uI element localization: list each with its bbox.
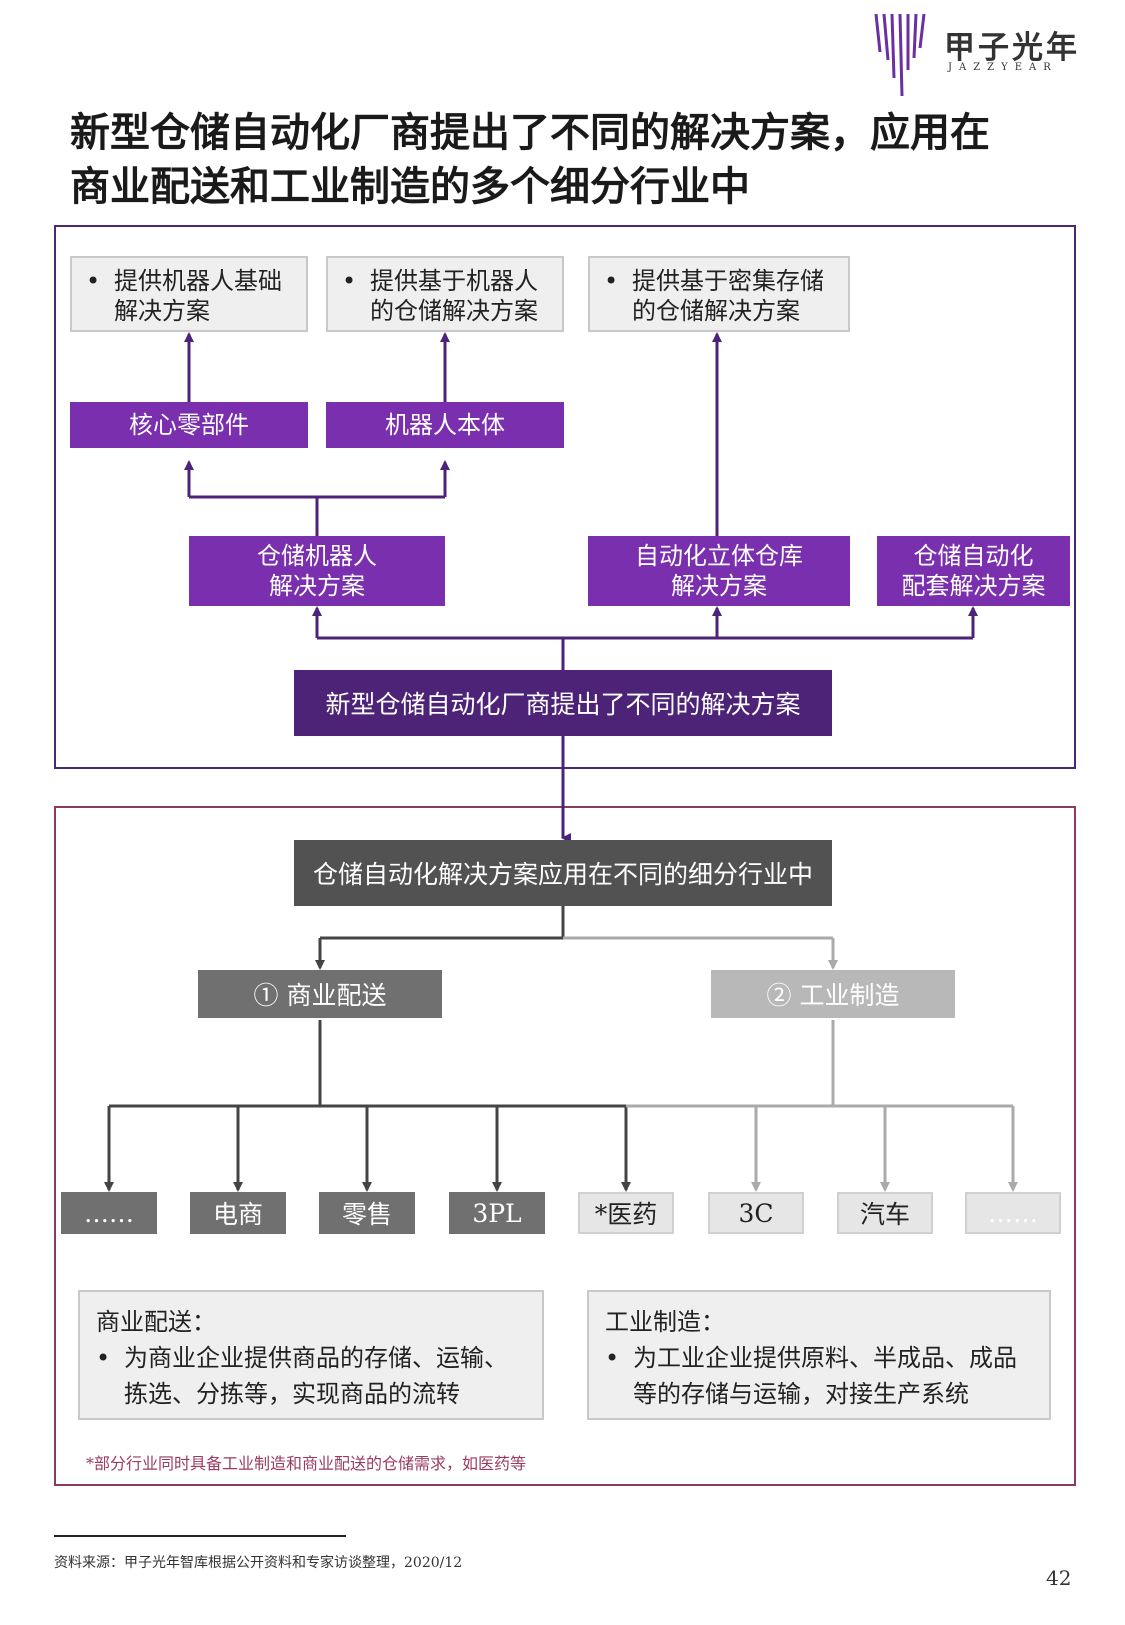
solution-automated-warehouse: 自动化立体仓库 解决方案 [588, 536, 850, 606]
industry-ecommerce: 电商 [190, 1192, 286, 1234]
solution-line: 仓储机器人 [257, 542, 377, 570]
solution-line: 自动化立体仓库 [635, 542, 803, 570]
bullet: • [86, 267, 101, 295]
offering-line: 提供基于密集存储 [632, 267, 824, 295]
commercial-description: 商业配送： • 为商业企业提供商品的存储、运输、 拣选、分拣等，实现商品的流转 [78, 1290, 544, 1420]
component-robot-body: 机器人本体 [326, 402, 564, 448]
bullet: • [96, 1344, 111, 1372]
solution-line: 解决方案 [269, 572, 365, 600]
offering-line: 的仓储解决方案 [370, 297, 538, 325]
solution-line: 配套解决方案 [901, 572, 1046, 600]
industry-3pl: 3PL [449, 1192, 545, 1234]
offering-line: 解决方案 [114, 297, 210, 325]
branch-industrial: ② 工业制造 [711, 970, 955, 1018]
industry-pharma: *医药 [578, 1192, 674, 1234]
source-note: 资料来源：甲子光年智库根据公开资料和专家访谈整理，2020/12 [54, 1555, 463, 1571]
footnote: *部分行业同时具备工业制造和商业配送的仓储需求，如医药等 [86, 1454, 527, 1473]
bullet: • [605, 1344, 620, 1372]
root-applications: 仓储自动化解决方案应用在不同的细分行业中 [294, 840, 832, 906]
industry-more-commercial: …… [61, 1192, 157, 1234]
component-core-parts: 核心零部件 [70, 402, 308, 448]
offering-line: 提供机器人基础 [114, 267, 282, 295]
industrial-heading: 工业制造： [605, 1308, 725, 1336]
page-number: 42 [1046, 1566, 1072, 1590]
offering-robot-basic: • 提供机器人基础 解决方案 [70, 256, 308, 332]
commercial-heading: 商业配送： [96, 1308, 216, 1336]
logo-text: 甲子光年 [944, 30, 1080, 66]
offering-dense-storage: • 提供基于密集存储 的仓储解决方案 [588, 256, 850, 332]
commercial-line: 为商业企业提供商品的存储、运输、 [124, 1344, 508, 1372]
logo-subtext: JAZZYEAR [948, 62, 1058, 73]
root-manufacturers: 新型仓储自动化厂商提出了不同的解决方案 [294, 670, 832, 736]
top-section-frame [54, 225, 1076, 769]
footer-divider [54, 1535, 346, 1537]
industry-3c: 3C [708, 1192, 804, 1234]
title-line-2: 商业配送和工业制造的多个细分行业中 [70, 163, 750, 210]
solution-line: 解决方案 [671, 572, 767, 600]
solution-warehouse-robot: 仓储机器人 解决方案 [189, 536, 445, 606]
offering-line: 的仓储解决方案 [632, 297, 800, 325]
industrial-line: 为工业企业提供原料、半成品、成品 [633, 1344, 1017, 1372]
bottom-section-frame [54, 806, 1076, 1486]
branch-commercial: ① 商业配送 [198, 970, 442, 1018]
solution-line: 仓储自动化 [913, 542, 1034, 570]
solution-supporting: 仓储自动化 配套解决方案 [877, 536, 1070, 606]
offering-line: 提供基于机器人 [370, 267, 538, 295]
commercial-line: 拣选、分拣等，实现商品的流转 [124, 1380, 460, 1408]
bullet: • [604, 267, 619, 295]
industrial-description: 工业制造： • 为工业企业提供原料、半成品、成品 等的存储与运输，对接生产系统 [587, 1290, 1051, 1420]
bullet: • [342, 267, 357, 295]
offering-robot-warehouse: • 提供基于机器人 的仓储解决方案 [326, 256, 564, 332]
industry-auto: 汽车 [837, 1192, 933, 1234]
industry-retail: 零售 [319, 1192, 415, 1234]
industrial-line: 等的存储与运输，对接生产系统 [633, 1380, 969, 1408]
industry-more-industrial: …… [965, 1192, 1061, 1234]
page-title: 新型仓储自动化厂商提出了不同的解决方案，应用在 商业配送和工业制造的多个细分行业… [70, 106, 1070, 214]
title-line-1: 新型仓储自动化厂商提出了不同的解决方案，应用在 [70, 109, 990, 156]
